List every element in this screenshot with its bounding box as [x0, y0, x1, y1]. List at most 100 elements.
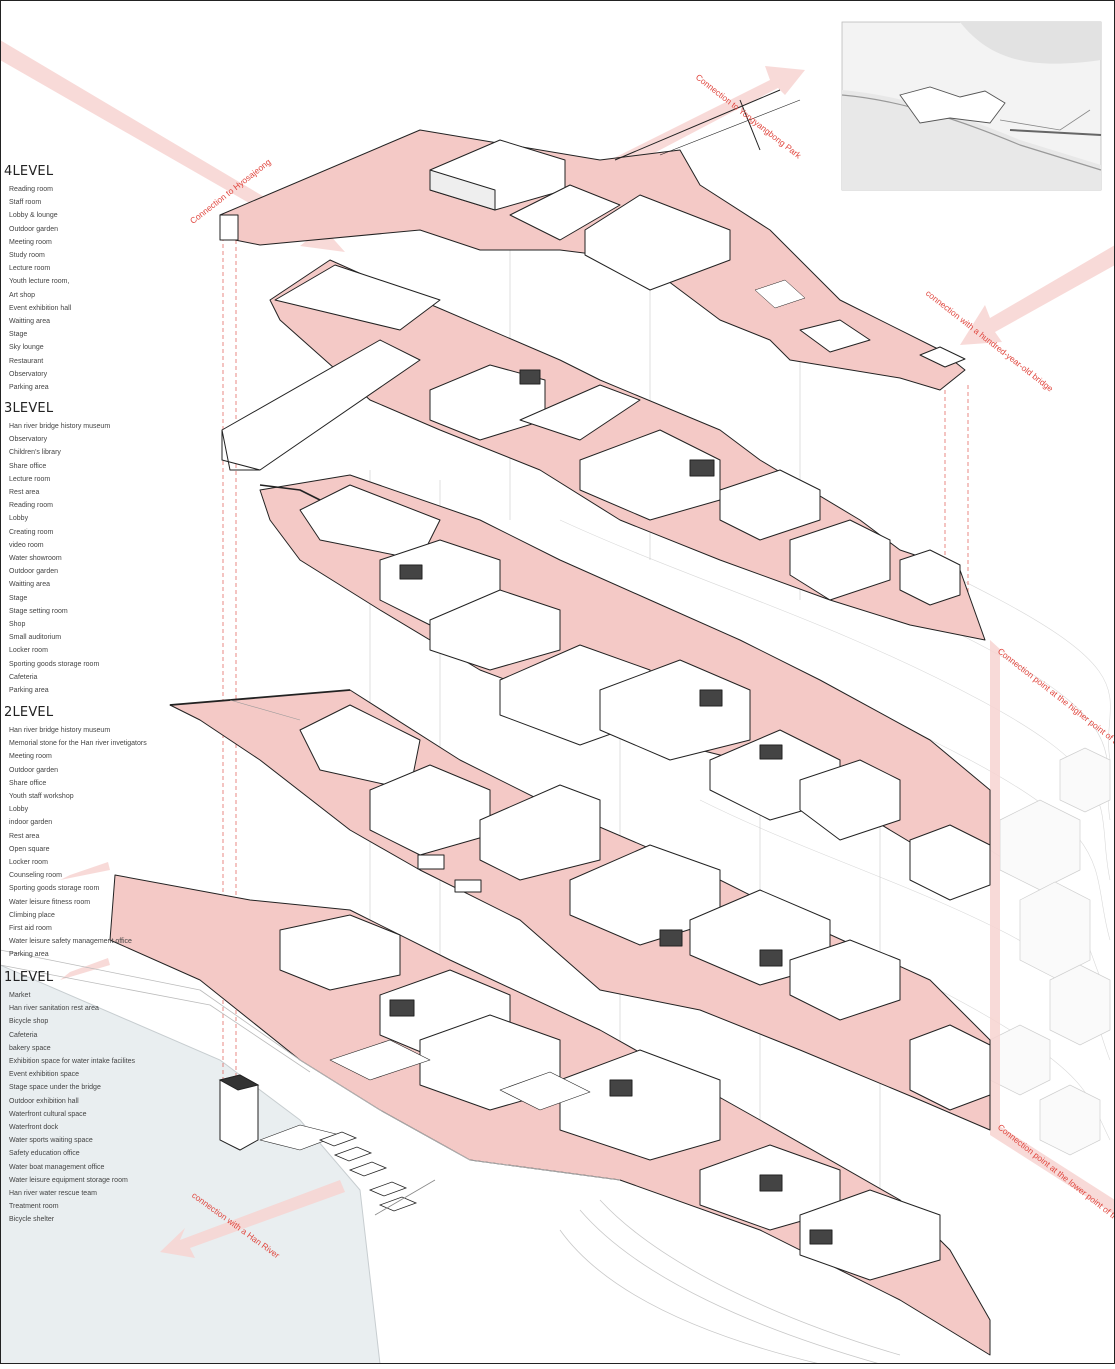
- legend-item: Outdoor garden: [9, 766, 59, 774]
- legend-item: Memorial stone for the Han river invetig…: [9, 740, 147, 748]
- level-2-slab: [259, 474, 991, 901]
- legend-item: Parking area: [9, 384, 49, 392]
- arrow-lower-point: [990, 1120, 1115, 1215]
- legend-item: video room: [9, 541, 44, 549]
- legend-item: Stage setting room: [9, 607, 68, 615]
- legend-item: bakery space: [9, 1044, 51, 1052]
- legend-item: Water leisure fitness room: [9, 898, 91, 906]
- legend-item: Water sports waiting space: [9, 1137, 93, 1145]
- legend-item: Lobby: [9, 515, 29, 523]
- legend-item: Restaurant: [9, 357, 44, 365]
- legend-item: Sky lounge: [9, 344, 44, 352]
- legend-item: Meeting room: [9, 238, 52, 246]
- legend-item: Market: [9, 992, 31, 999]
- legend-item: Water leisure safety management office: [9, 938, 132, 946]
- legend-item: Shop: [9, 621, 26, 629]
- road-lanes: [559, 1199, 901, 1365]
- legend-item: Safety education office: [9, 1150, 80, 1158]
- legend-item: Rest area: [9, 832, 40, 840]
- legend-item: Cafeteria: [9, 673, 38, 681]
- legend-item: Water boat management office: [9, 1163, 105, 1171]
- legend-item: Observatory: [9, 370, 48, 378]
- legend-item: Waitting area: [9, 318, 50, 326]
- legend-item: Exhibition space for water intake facili…: [9, 1058, 136, 1066]
- legend-list: Han river bridge history museum Memorial…: [4, 724, 147, 962]
- legend-level-4: 4LEVEL Reading room Staff room Lobby & l…: [4, 164, 71, 394]
- legend-item: Observatory: [9, 436, 48, 444]
- legend-item: Meeting room: [9, 753, 52, 761]
- legend-item: Share office: [9, 462, 47, 470]
- legend-item: Sporting goods storage room: [9, 660, 100, 668]
- arrow-west-1: [60, 862, 110, 880]
- legend-item: Art shop: [9, 291, 36, 299]
- legend-item: Water leisure equipment storage room: [9, 1176, 128, 1184]
- legend-item: Study room: [9, 252, 45, 260]
- legend-item: Stage: [9, 594, 28, 602]
- legend-item: Sporting goods storage room: [9, 885, 100, 893]
- legend-item: Climbing place: [9, 911, 55, 919]
- legend-item: Waterfront cultural space: [9, 1110, 87, 1118]
- legend-item: Rest area: [9, 489, 40, 497]
- arrow-west-2: [60, 958, 110, 980]
- arrow-han-river: [160, 1180, 345, 1258]
- legend-item: Stage space under the bridge: [9, 1084, 101, 1092]
- legend-item: Open square: [9, 845, 50, 853]
- legend-item: Creating room: [9, 528, 54, 536]
- legend-item: Locker room: [9, 859, 48, 867]
- legend-item: Lecture room: [9, 475, 51, 483]
- legend-item: Small auditorium: [9, 634, 62, 642]
- legend-item: Waterfront dock: [9, 1124, 59, 1132]
- legend-item: First aid room: [9, 925, 52, 933]
- ground-level: [0, 874, 991, 1356]
- legend-item: Staff room: [9, 199, 42, 207]
- legend-item: Waitting area: [9, 581, 50, 589]
- legend-item: Lobby & lounge: [9, 212, 58, 220]
- legend-item: Parking area: [9, 687, 49, 695]
- legend-item: Han river sanitation rest area: [9, 1005, 99, 1013]
- legend-item: Event exhibition space: [9, 1071, 80, 1079]
- legend-item: Counseling room: [9, 872, 62, 880]
- legend-title: 1LEVEL: [4, 970, 54, 985]
- legend-item: Outdoor exhibition hall: [9, 1097, 79, 1105]
- legend-item: Lobby: [9, 806, 29, 814]
- arrow-higher-point: [990, 640, 1012, 1130]
- legend-item: Han river water rescue team: [9, 1190, 97, 1198]
- legend-item: Event exhibition hall: [9, 304, 72, 312]
- level-1-slab: [169, 689, 991, 1131]
- legend-list: Reading room Staff room Lobby & lounge O…: [4, 183, 71, 394]
- legend-list: Market Han river sanitation rest area Bi…: [4, 989, 135, 1227]
- legend-item: Han river bridge history museum: [9, 423, 111, 430]
- city-buildings: [989, 747, 1111, 1156]
- legend-item: Children's library: [9, 449, 61, 457]
- legend-level-1: 1LEVEL Market Han river sanitation rest …: [4, 970, 135, 1227]
- legend-item: Bicycle shop: [9, 1018, 49, 1026]
- legend-item: Reading room: [9, 502, 53, 510]
- legend-list: Han river bridge history museum Observat…: [4, 420, 110, 697]
- legend-item: Cafeteria: [9, 1031, 38, 1039]
- legend-title: 3LEVEL: [4, 401, 54, 416]
- legend-item: Water showroom: [9, 555, 62, 563]
- riverbank-shoreline: [0, 964, 381, 1365]
- legend-item: indoor garden: [9, 819, 53, 827]
- legend-item: Bicycle shelter: [9, 1216, 55, 1224]
- legend-title: 2LEVEL: [4, 705, 54, 720]
- arrow-old-bridge: [960, 245, 1115, 345]
- legend-item: Outdoor garden: [9, 225, 59, 233]
- level-4-slab: [219, 89, 966, 391]
- level-3-slab: [221, 259, 986, 641]
- legend-item: Outdoor garden: [9, 568, 59, 576]
- site-map-inset: [841, 21, 1102, 191]
- legend-item: Han river bridge history museum: [9, 727, 111, 734]
- legend-item: Reading room: [9, 186, 53, 193]
- river-tower: [218, 1074, 260, 1151]
- legend-item: Locker room: [9, 647, 48, 655]
- legend-item: Treatment room: [9, 1203, 59, 1211]
- arrow-yongyangbong: [610, 66, 805, 172]
- legend-item: Stage: [9, 331, 28, 339]
- legend-item: Youth staff workshop: [9, 793, 74, 801]
- legend-level-2: 2LEVEL Han river bridge history museum M…: [4, 705, 147, 962]
- legend-title: 4LEVEL: [4, 164, 54, 179]
- legend-level-3: 3LEVEL Han river bridge history museum O…: [4, 401, 110, 697]
